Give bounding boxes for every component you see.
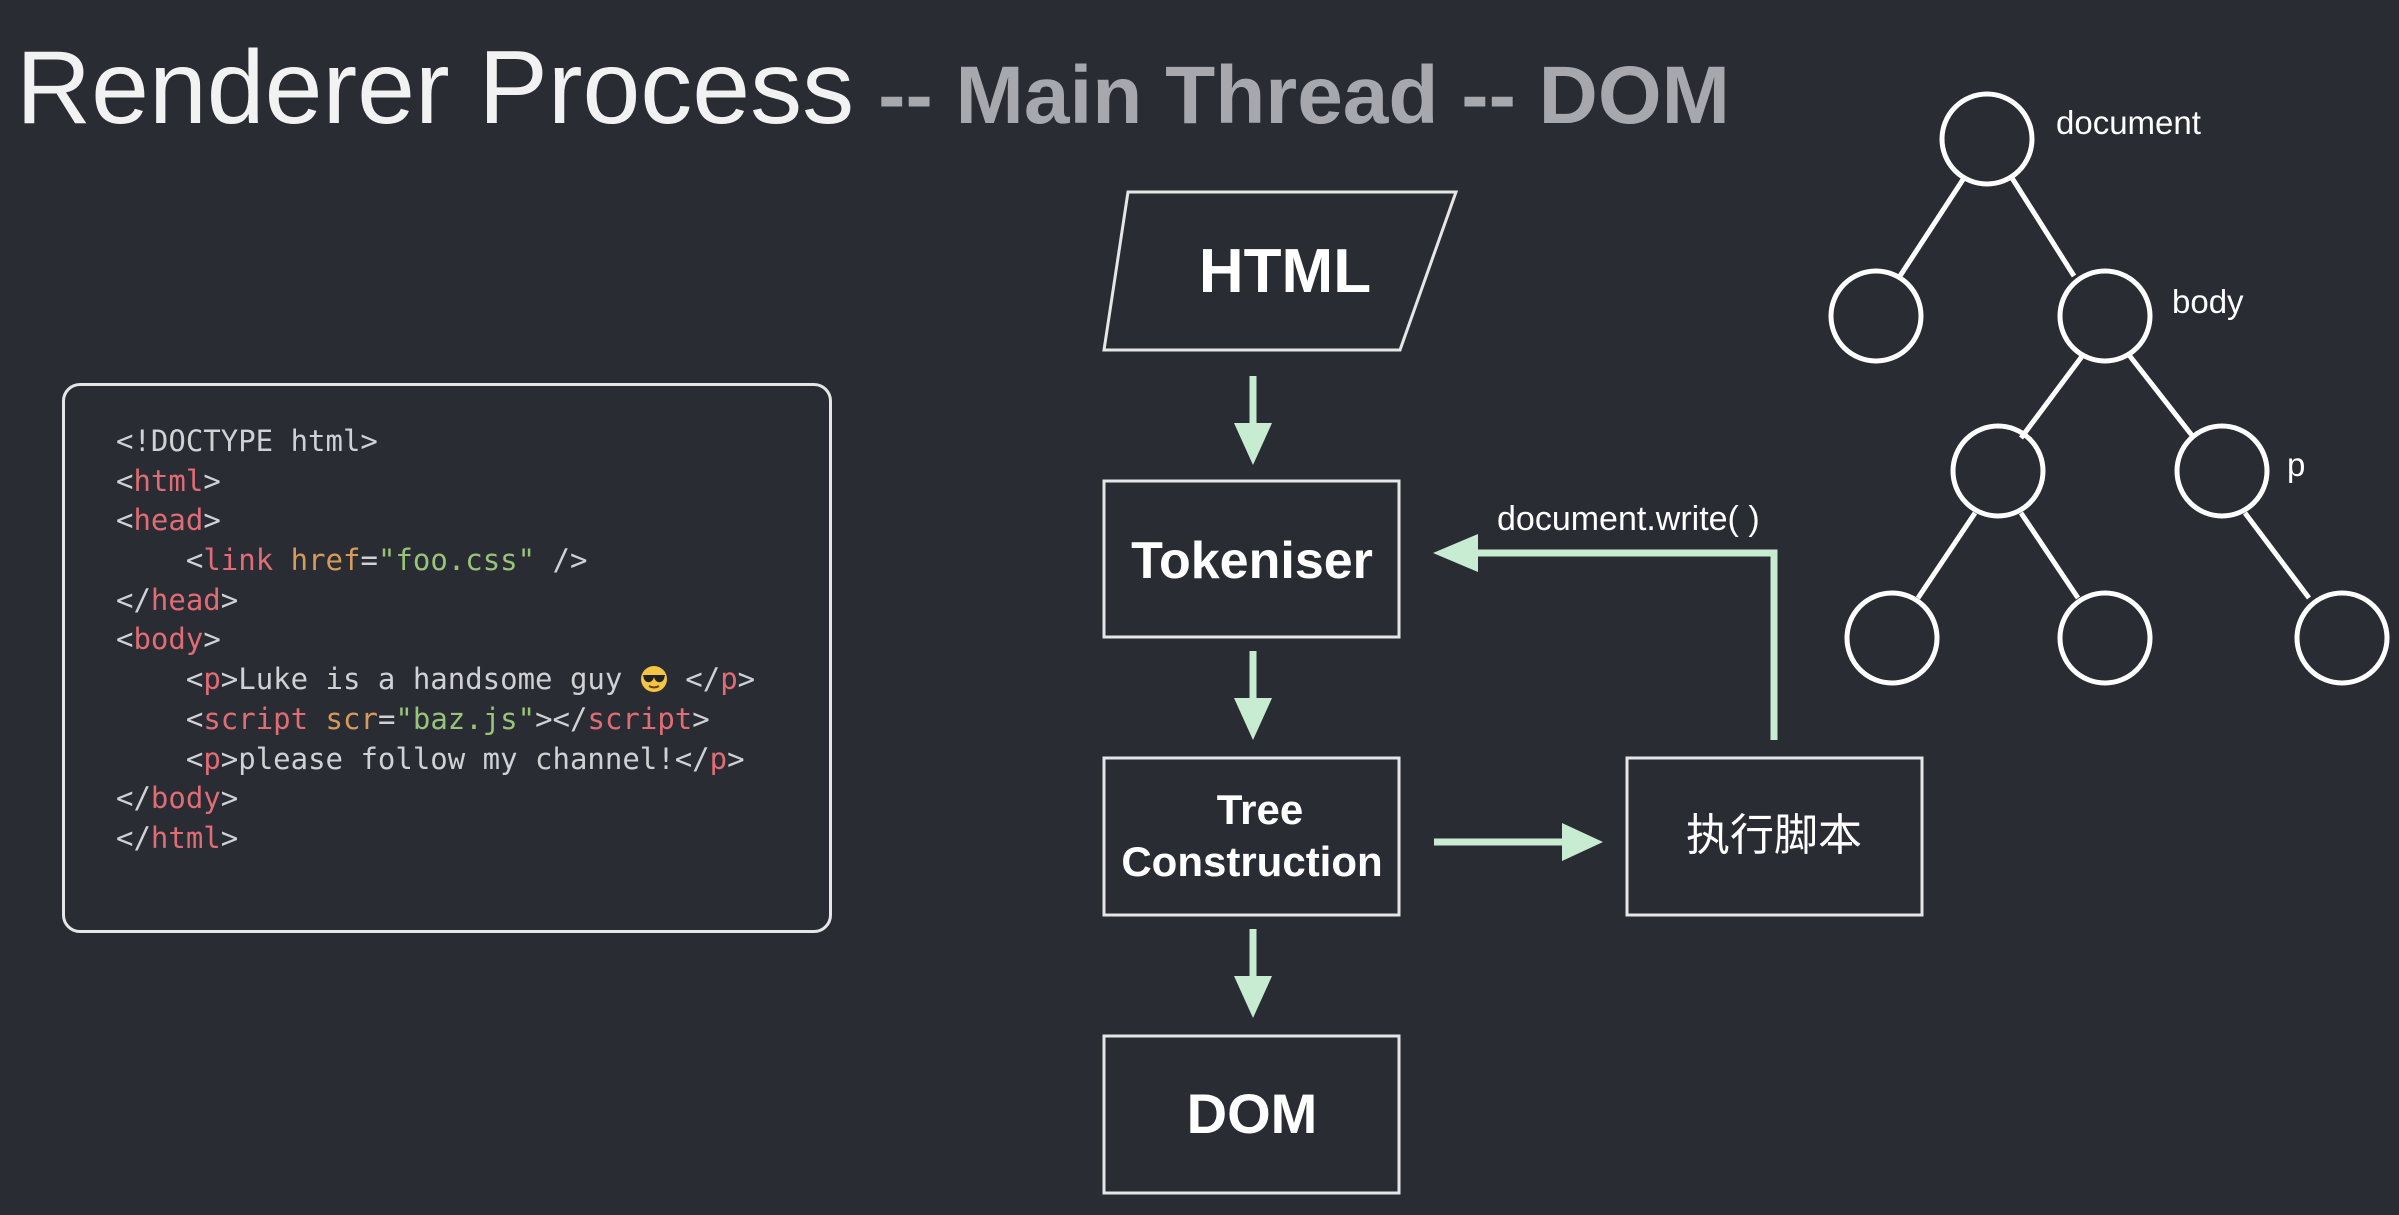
code-token: > — [220, 582, 239, 617]
code-token: >Luke is a handsome guy — [220, 662, 640, 697]
code-token-tag: p — [720, 662, 738, 697]
tree-construction-label-line2: Construction — [1121, 838, 1382, 885]
code-token: < — [116, 701, 204, 736]
code-token: < — [116, 463, 134, 498]
code-line: <link href="foo.css" /> — [116, 541, 755, 581]
code-token: = — [377, 701, 396, 736]
arrow-tokeniser-to-tree — [1234, 651, 1272, 740]
tree-construction-label-line1: Tree — [1217, 786, 1303, 833]
code-token-str: "baz.js" — [395, 701, 536, 736]
tree-node — [1844, 590, 1940, 686]
code-panel — [62, 383, 832, 933]
code-token: > — [203, 503, 221, 538]
code-token-tag: p — [203, 741, 221, 776]
code-line: </body> — [116, 779, 755, 819]
document-write-label: document.write( ) — [1497, 500, 1760, 538]
code-token-tag: head — [133, 503, 204, 538]
execute-script-label: 执行脚本 — [1686, 810, 1862, 861]
code-token-tag: script — [203, 701, 309, 736]
code-token: <!DOCTYPE html> — [116, 424, 378, 458]
code-line: </html> — [116, 819, 755, 859]
html-code-listing: <!DOCTYPE html><html><head> <link href="… — [116, 422, 755, 859]
code-token: </ — [116, 781, 151, 816]
code-token: > — [203, 622, 221, 657]
tree-construction-box — [1102, 756, 1401, 917]
tree-edge — [2127, 353, 2196, 440]
code-token: > — [220, 781, 239, 816]
code-line: <p>please follow my channel!</p> — [116, 740, 755, 780]
arrow-tree-to-dom — [1234, 929, 1272, 1018]
tokeniser-box — [1102, 479, 1401, 639]
html-input-shape — [1102, 190, 1459, 352]
tree-node-body — [2057, 268, 2153, 364]
code-token: > — [727, 741, 745, 776]
code-token: > — [692, 701, 710, 736]
code-token-tag: body — [150, 781, 221, 816]
code-token: ></ — [535, 701, 588, 736]
execute-script-box — [1625, 756, 1924, 917]
code-token-attr: href — [290, 543, 361, 578]
code-token-tag: p — [709, 741, 728, 776]
tree-p-label: p — [2287, 446, 2305, 483]
tree-node-p — [2174, 423, 2270, 519]
code-token: </ — [667, 662, 721, 697]
code-token-str: "foo.css" — [377, 543, 536, 578]
tokeniser-label: Tokeniser — [1131, 532, 1373, 590]
code-token-tag: html — [150, 820, 221, 855]
code-token: < — [116, 741, 204, 776]
code-token: > — [220, 820, 239, 855]
tree-node — [1828, 268, 1924, 364]
tree-node — [2057, 590, 2153, 686]
code-token-tag: head — [150, 582, 221, 617]
code-token-tag: script — [587, 701, 693, 736]
tree-body-label: body — [2172, 283, 2244, 320]
tree-edge — [1897, 176, 1967, 278]
code-line: <body> — [116, 620, 755, 660]
slide-title: Renderer Process-- Main Thread -- DOM — [16, 36, 1730, 140]
code-token: < — [116, 622, 134, 657]
code-token-tag: html — [133, 463, 204, 498]
code-token-attr: scr — [325, 701, 378, 736]
code-token-tag: p — [203, 662, 221, 697]
title-main: Renderer Process — [16, 30, 855, 146]
arrow-tree-to-script — [1434, 823, 1603, 861]
code-token: </ — [116, 820, 151, 855]
code-token: > — [203, 463, 221, 498]
code-token: < — [116, 543, 204, 578]
code-line: </head> — [116, 581, 755, 621]
code-token: /> — [535, 543, 588, 578]
dom-box — [1102, 1034, 1401, 1195]
dom-tree — [1828, 91, 2390, 686]
tree-edge — [2243, 511, 2311, 600]
tree-edge — [2009, 176, 2077, 278]
tree-document-label: document — [2056, 104, 2201, 141]
code-line: <!DOCTYPE html> — [116, 422, 755, 462]
code-line: <head> — [116, 501, 755, 541]
tree-edge — [2018, 353, 2086, 440]
html-input-label: HTML — [1199, 237, 1371, 306]
code-token: < — [116, 662, 204, 697]
code-line: <html> — [116, 462, 755, 502]
title-subtitle: -- Main Thread -- DOM — [878, 50, 1730, 141]
tree-node — [2294, 590, 2390, 686]
code-token-tag: body — [133, 622, 204, 657]
dom-label: DOM — [1187, 1082, 1318, 1145]
code-token-tag: link — [203, 543, 274, 578]
arrow-document-write-feedback — [1433, 534, 1778, 740]
code-token: >please follow my channel!</ — [220, 741, 710, 776]
tree-node-document — [1939, 91, 2035, 187]
tree-node — [1950, 423, 2046, 519]
sunglasses-emoji-icon — [640, 666, 667, 693]
tree-edge — [2018, 511, 2081, 600]
arrow-html-to-tokeniser — [1234, 376, 1272, 465]
code-token: > — [737, 662, 756, 697]
code-line: <p>Luke is a handsome guy </p> — [116, 660, 755, 700]
code-token: < — [116, 503, 134, 538]
code-token: = — [360, 543, 378, 578]
code-line: <script scr="baz.js"></script> — [116, 700, 755, 740]
tree-edge — [1915, 511, 1978, 600]
code-token: </ — [116, 582, 151, 617]
